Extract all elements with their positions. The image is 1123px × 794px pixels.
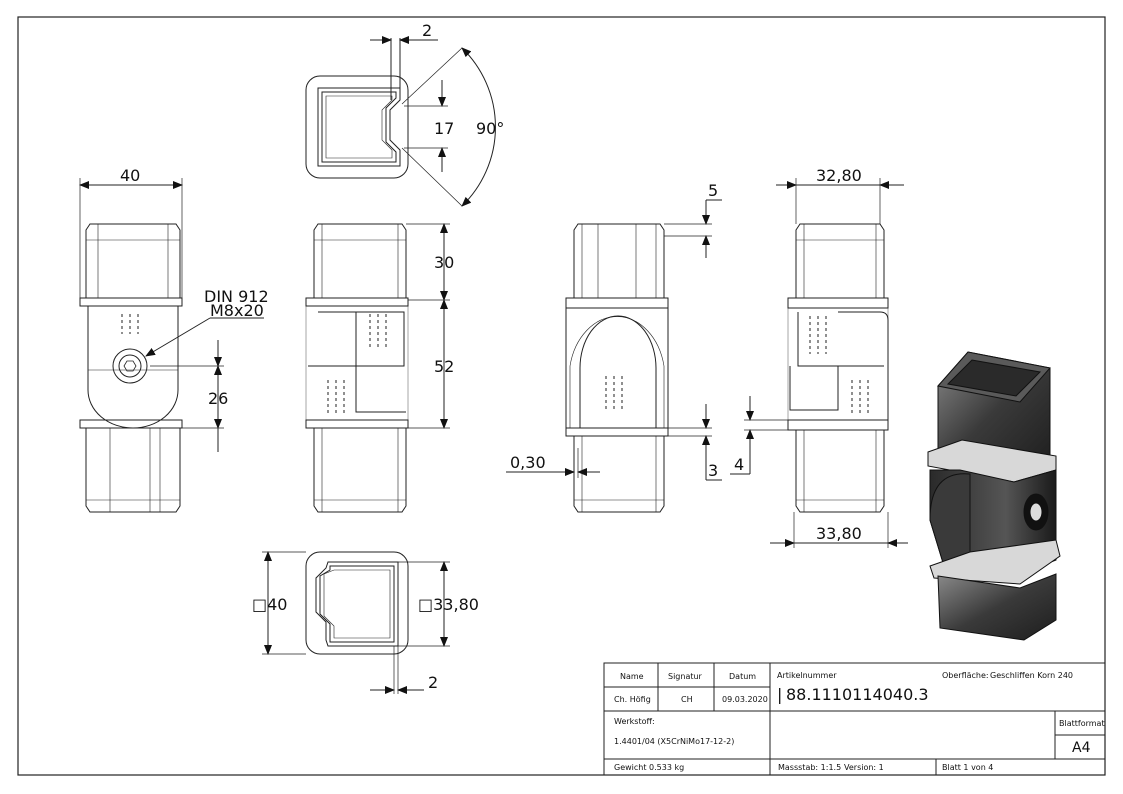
right-bottom-dim: 33,80 — [816, 524, 862, 543]
tb-header-name: Name — [620, 672, 644, 681]
sheet-border — [17, 16, 1106, 776]
left-view — [79, 178, 264, 513]
tb-surface-value: Geschliffen Korn 240 — [990, 671, 1073, 680]
tb-article-number: 88.1110114040.3 — [786, 685, 929, 704]
bottom-wall-dim: 2 — [428, 673, 438, 692]
tb-sheet-count: Blatt 1 von 4 — [942, 763, 993, 772]
front-view — [305, 223, 450, 513]
top-angle-dim: 90° — [476, 119, 504, 138]
tb-header-signature: Signatur — [668, 672, 703, 681]
right-view — [730, 178, 908, 548]
tb-sheet-format: A4 — [1072, 740, 1091, 756]
tb-name: Ch. Höfig — [614, 695, 651, 704]
top-gap-dim: 17 — [434, 119, 454, 138]
tb-surface-label: Oberfläche: — [942, 671, 989, 680]
top-wall-dim: 2 — [422, 21, 432, 40]
bottom-inner-dim: □33,80 — [418, 595, 479, 614]
front-top-dim: 30 — [434, 253, 454, 272]
tb-scale: Massstab: 1:1.5 — [778, 763, 841, 772]
front-mid-dim: 52 — [434, 357, 454, 376]
tb-version: Version: 1 — [844, 763, 884, 772]
side-offset-dim: 0,30 — [510, 453, 546, 472]
tb-signature: CH — [681, 695, 693, 704]
tb-material-label: Werkstoff: — [614, 717, 655, 726]
right-small-dim: 4 — [734, 455, 744, 474]
tb-material-value: 1.4401/04 (X5CrNiMo17-12-2) — [614, 737, 734, 746]
tb-date: 09.03.2020 — [722, 695, 768, 704]
side-bottom-dim: 3 — [708, 461, 718, 480]
side-view — [506, 199, 722, 513]
screw-spec-line1: DIN 912 — [204, 287, 269, 306]
tb-sheet-format-label: Blattformat — [1059, 719, 1105, 728]
title-block — [603, 662, 1106, 776]
left-width-dim: 40 — [120, 166, 140, 185]
right-top-dim: 32,80 — [816, 166, 862, 185]
tb-article-label: Artikelnummer — [777, 671, 837, 680]
screw-spec-line2: M8x20 — [210, 301, 264, 320]
isometric-render — [927, 351, 1061, 641]
tb-header-date: Datum — [729, 672, 756, 681]
side-top-dim: 5 — [708, 181, 718, 200]
top-view — [305, 36, 496, 207]
bottom-outer-dim: □40 — [252, 595, 287, 614]
bottom-view — [262, 551, 450, 694]
tb-article-bracket: | — [777, 685, 782, 704]
left-axis-dim: 26 — [208, 389, 228, 408]
tb-weight: Gewicht 0.533 kg — [614, 763, 684, 772]
